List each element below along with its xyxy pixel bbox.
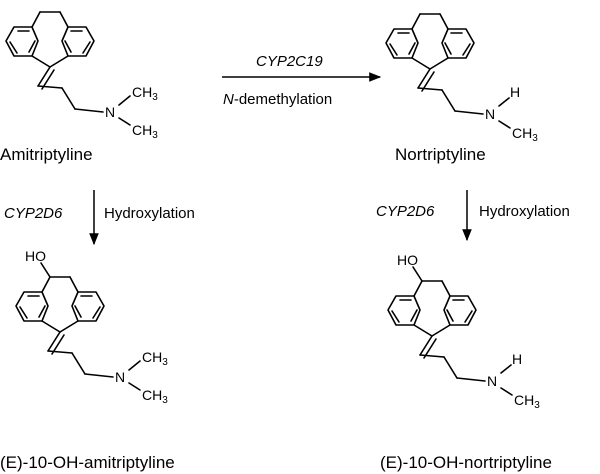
label-oh-amitriptyline: (E)-10-OH-amitriptyline — [0, 453, 175, 472]
process-demethylation: N-demethylation — [223, 91, 332, 108]
enzyme-cyp2d6-right: CYP2D6 — [376, 203, 435, 220]
structure-amitriptyline — [5, 11, 160, 142]
structure-nortriptyline — [385, 13, 540, 145]
structure-oh-amitriptyline — [15, 247, 170, 407]
label-amitriptyline: Amitriptyline — [0, 145, 93, 164]
process-hydroxylation-left: Hydroxylation — [104, 205, 195, 222]
enzyme-cyp2d6-left: CYP2D6 — [4, 205, 63, 222]
label-oh-nortriptyline: (E)-10-OH-nortriptyline — [380, 453, 552, 472]
label-nortriptyline: Nortriptyline — [395, 145, 486, 164]
enzyme-cyp2c19: CYP2C19 — [256, 53, 323, 70]
structure-oh-nortriptyline — [387, 251, 542, 412]
process-hydroxylation-right: Hydroxylation — [479, 203, 570, 220]
